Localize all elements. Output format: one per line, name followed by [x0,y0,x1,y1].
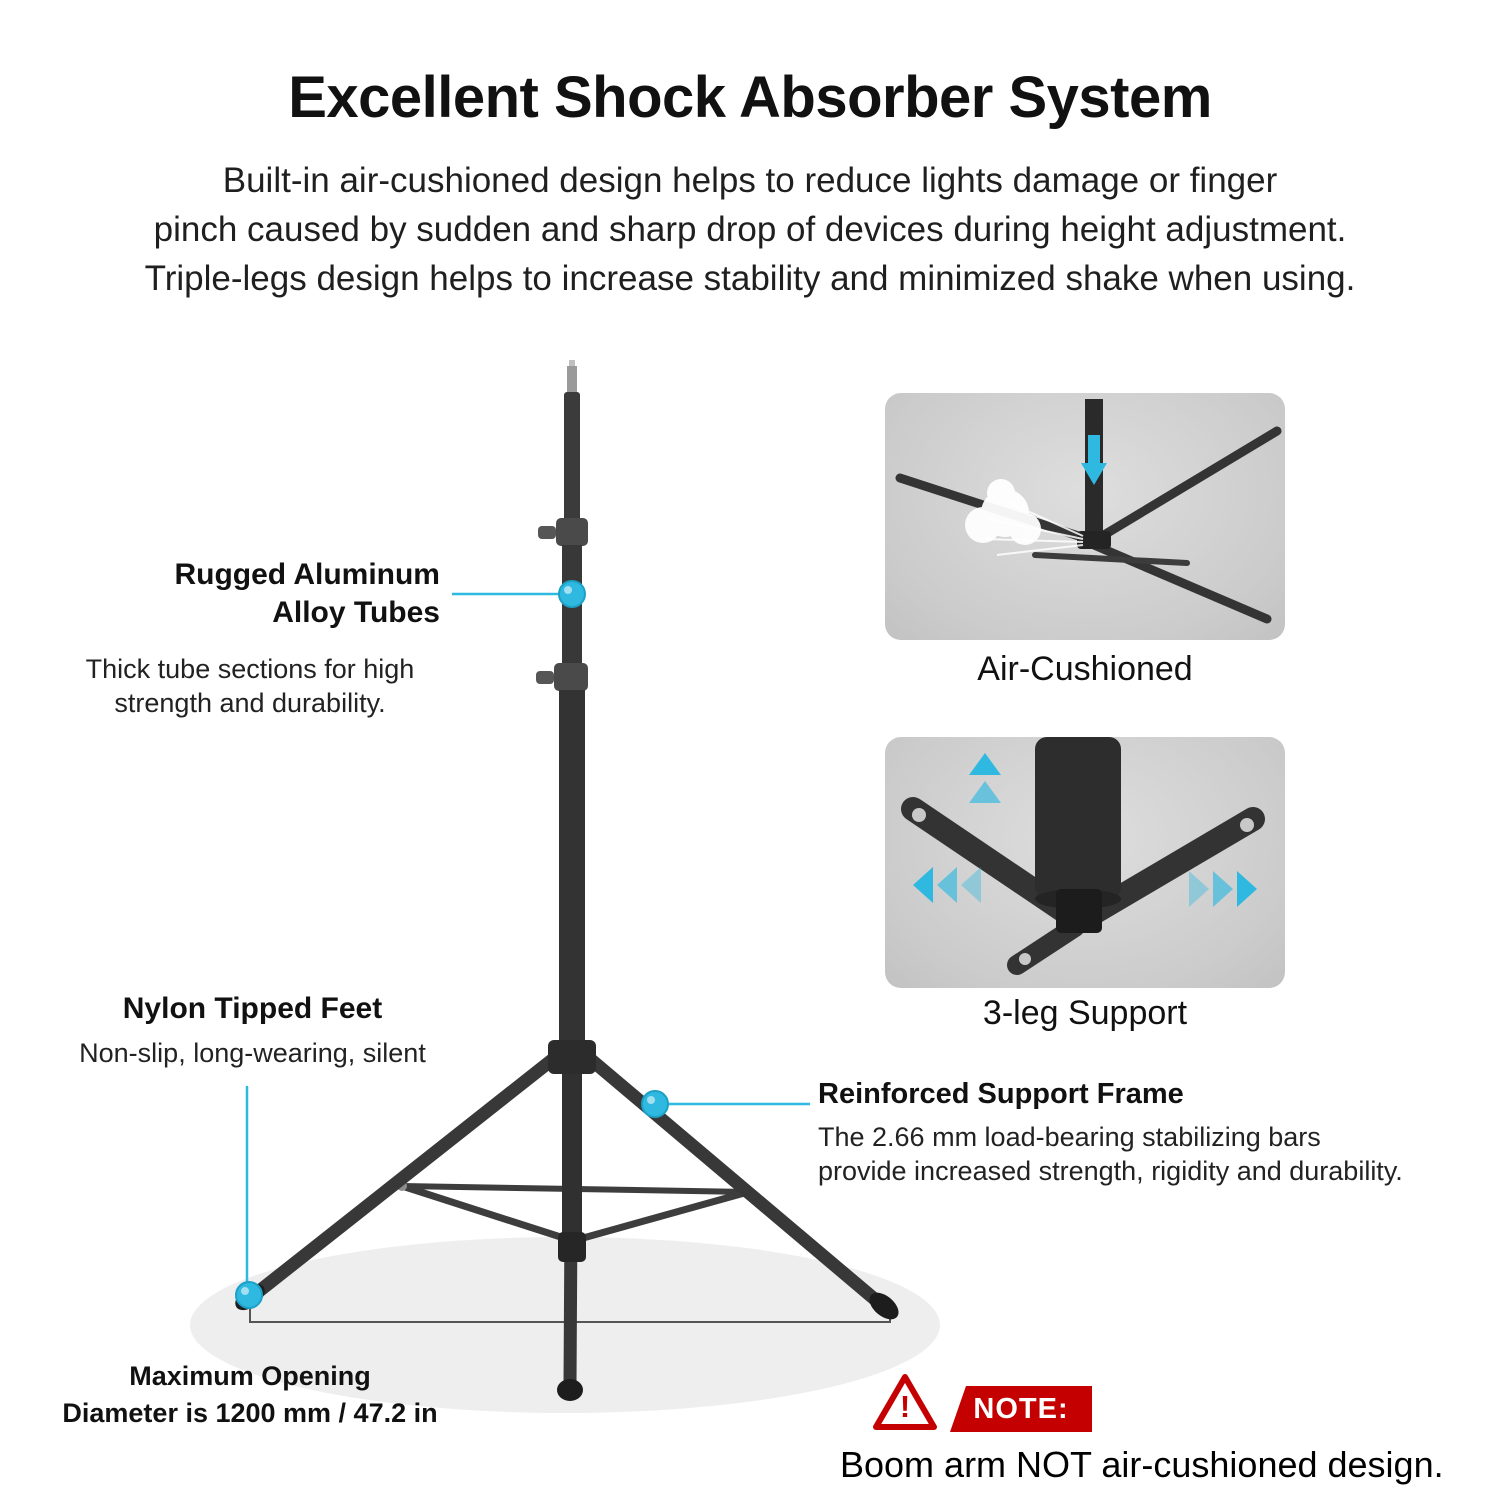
three-leg-graphic [901,737,1265,975]
inset-air-cushioned [885,393,1285,640]
subtitle-line-3: Triple-legs design helps to increase sta… [144,259,1356,298]
left-chevrons-icon [913,867,981,903]
callout-tubes-desc-line1: Thick tube sections for high [85,654,415,684]
highlight-dot-frame [641,1090,669,1118]
up-chevrons-icon [969,753,1001,803]
callout-tubes: Rugged Aluminum Alloy Tubes Thick tube s… [60,556,440,720]
highlight-dot-foot [235,1281,263,1309]
support-braces [398,1182,752,1244]
callout-opening-line1: Maximum Opening [129,1361,371,1391]
note-ribbon: NOTE: [950,1386,1092,1432]
down-arrow-icon [1081,435,1107,485]
callout-feet-title: Nylon Tipped Feet [122,992,383,1025]
callout-opening-line2: Diameter is 1200 mm / 47.2 in [62,1398,438,1428]
callout-tubes-title-line1: Rugged Aluminum [174,558,440,591]
tripod-legs [251,1045,885,1391]
highlight-dot-tubes [558,580,586,608]
center-column [536,360,596,1262]
inset-three-leg-caption: 3-leg Support [982,994,1188,1032]
inset-three-leg [885,737,1285,988]
page-subtitle: Built-in air-cushioned design helps to r… [0,156,1500,303]
air-cushioned-graphic [895,399,1282,624]
foot-right [869,1292,899,1320]
callout-tubes-title-line2: Alloy Tubes [272,596,440,629]
callout-feet-desc: Non-slip, long-wearing, silent [79,1038,426,1068]
callout-frame-desc-line1: The 2.66 mm load-bearing stabilizing bar… [818,1122,1321,1152]
subtitle-line-1: Built-in air-cushioned design helps to r… [222,161,1278,200]
right-chevrons-icon [1189,871,1257,907]
note-label: NOTE: [973,1392,1069,1425]
page-title: Excellent Shock Absorber System [288,65,1212,130]
callout-tubes-desc: Thick tube sections for high strength an… [60,652,440,720]
callout-frame-title: Reinforced Support Frame [818,1078,1184,1110]
warning-exclamation: ! [899,1389,911,1424]
callout-opening: Maximum Opening Diameter is 1200 mm / 47… [55,1358,445,1432]
brace-bolt-left [397,1181,407,1191]
callout-feet: Nylon Tipped Feet Non-slip, long-wearing… [60,990,445,1069]
callout-frame: Reinforced Support Frame The 2.66 mm loa… [818,1076,1463,1188]
foot-left [235,1283,265,1311]
subtitle-line-2: pinch caused by sudden and sharp drop of… [153,210,1347,249]
callout-frame-desc: The 2.66 mm load-bearing stabilizing bar… [818,1120,1463,1188]
callout-tubes-desc-line2: strength and durability. [114,688,386,718]
inset-air-cushioned-caption: Air-Cushioned [977,650,1193,688]
foot-front [557,1379,583,1401]
callout-frame-desc-line2: provide increased strength, rigidity and… [818,1156,1403,1186]
warning-triangle-icon [873,1374,937,1430]
air-puff [965,479,1084,556]
brace-bolt-right [743,1187,753,1197]
dimension-line [249,1300,891,1323]
note-text: Boom arm NOT air-cushioned design. [840,1444,1444,1485]
